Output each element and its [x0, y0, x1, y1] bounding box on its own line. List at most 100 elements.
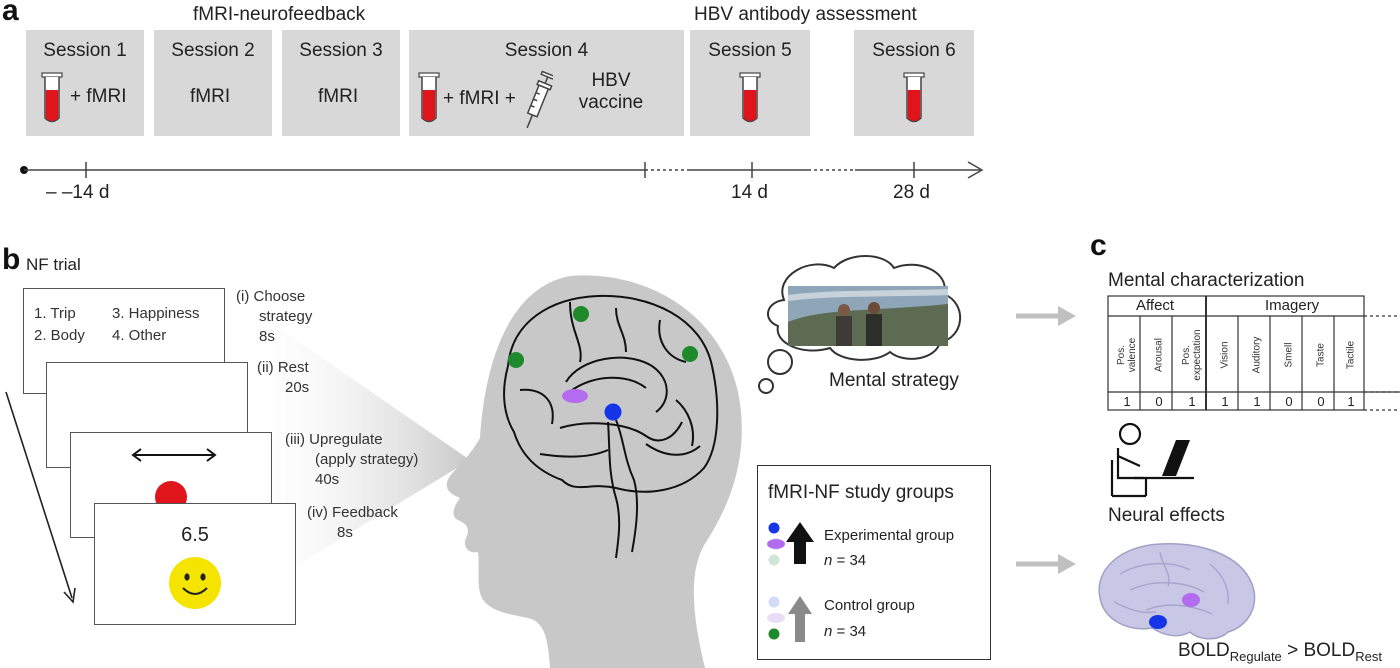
green-roi [508, 352, 524, 368]
session-1-content: + fMRI [70, 86, 127, 107]
photo-placeholder [787, 286, 949, 346]
value-arousal: 0 [1155, 394, 1163, 409]
value-taste: 0 [1317, 394, 1325, 409]
col-vision-label: Vision [1219, 341, 1231, 369]
bold-sub-rest: Rest [1355, 648, 1382, 664]
step-1-line2: strategy [259, 308, 313, 325]
option-other: 4. Other [112, 327, 167, 344]
time-arrow [5, 391, 76, 604]
col-taste: Taste [1306, 320, 1336, 390]
session-5-box: Session 5 [690, 30, 810, 136]
col-smell-label: Smell [1283, 342, 1295, 368]
control-group-label: Control group [824, 597, 915, 614]
value-vision: 1 [1221, 394, 1229, 409]
bold-label: BOLD [1178, 640, 1230, 661]
n-italic: n [824, 623, 833, 640]
step-rest: (ii) Rest 20s [257, 358, 309, 398]
smiley-icon [169, 557, 221, 609]
step-3-line3: 40s [315, 471, 340, 488]
green-roi-faded [768, 554, 780, 566]
mental-strategy-label: Mental strategy [829, 370, 959, 391]
head-with-brain [446, 275, 742, 668]
session-1-title: Session 1 [43, 40, 127, 61]
session-3-title: Session 3 [299, 40, 383, 61]
step-feedback: (iv) Feedback 8s [307, 503, 398, 543]
double-arrow-icon [131, 448, 217, 462]
step-1-line1: (i) Choose [236, 288, 306, 305]
session-4-box: Session 4 + fMRI + HBV vaccine [409, 30, 684, 136]
panel-b-letter: b [2, 243, 21, 276]
col-tactile-label: Tactile [1345, 340, 1357, 370]
col-pos-valence-l2: valence [1127, 337, 1138, 373]
green-roi [768, 628, 780, 640]
green-roi [573, 306, 589, 322]
session-2-box: Session 2 fMRI [154, 30, 272, 136]
up-arrow-icon [786, 522, 814, 564]
step-choose-strategy: (i) Choose strategy 8s [236, 287, 312, 347]
blue-roi-faded [768, 596, 780, 608]
col-smell: Smell [1274, 320, 1304, 390]
blood-tube-icon [739, 72, 761, 123]
step-4-line2: 8s [337, 524, 353, 541]
header-hbv-antibody: HBV antibody assessment [694, 4, 917, 25]
blood-tube-icon [418, 72, 440, 123]
col-pos-expectation-l2: expectation [1192, 329, 1203, 381]
header-fmri-neurofeedback: fMRI-neurofeedback [193, 4, 366, 25]
head-silhouette [446, 275, 742, 668]
step-3-line2: (apply strategy) [315, 451, 419, 468]
col-auditory-label: Auditory [1251, 336, 1263, 374]
neural-effects-brain [1098, 543, 1256, 640]
step-2-line2: 20s [285, 379, 310, 396]
blood-tube-icon [903, 72, 925, 123]
bold-contrast-label: BOLDRegulate > BOLDRest [1178, 640, 1382, 664]
step-upregulate: (iii) Upregulate (apply strategy) 40s [285, 430, 418, 490]
blood-tube-icon [41, 72, 63, 123]
nf-trial-label: NF trial [26, 255, 81, 274]
n-value: = 34 [836, 623, 867, 640]
session-5-title: Session 5 [708, 40, 792, 61]
col-pos-valence-l1: Pos. [1116, 345, 1127, 366]
purple-roi [1182, 593, 1200, 607]
value-smell: 0 [1285, 394, 1293, 409]
mental-characterization-title: Mental characterization [1108, 270, 1305, 291]
affect-header: Affect [1136, 297, 1175, 314]
session-3-box: Session 3 fMRI [282, 30, 400, 136]
session-2-title: Session 2 [171, 40, 255, 61]
vaccine-label: vaccine [578, 92, 644, 113]
panel-c-letter: c [1090, 229, 1107, 262]
group-icons [767, 522, 814, 642]
green-roi [682, 346, 698, 362]
flow-arrows [1016, 306, 1076, 574]
session-4-title: Session 4 [504, 40, 589, 61]
value-pos-expectation: 1 [1188, 394, 1196, 409]
option-trip: 1. Trip [34, 305, 76, 322]
imagery-header: Imagery [1265, 297, 1320, 314]
option-body: 2. Body [34, 327, 85, 344]
col-pos-valence: Pos. valence [1112, 320, 1142, 390]
session-4-content: + fMRI + [443, 88, 516, 109]
study-groups-title: fMRI-NF study groups [768, 482, 954, 503]
session-2-content: fMRI [190, 86, 231, 107]
purple-roi [767, 539, 785, 549]
screen-feedback: 6.5 [94, 503, 296, 625]
col-auditory: Auditory [1242, 320, 1272, 390]
session-3-content: fMRI [318, 86, 359, 107]
tick-label-28: 28 d [893, 182, 930, 203]
bold-sub-regulate: Regulate [1229, 648, 1282, 664]
value-pos-valence: 1 [1123, 394, 1131, 409]
blue-roi [604, 403, 622, 421]
session-6-box: Session 6 [854, 30, 974, 136]
session-1-box: Session 1 + fMRI [26, 30, 144, 136]
blue-roi [768, 522, 780, 534]
brain-outline [503, 294, 719, 559]
experimental-group-label: Experimental group [824, 527, 955, 544]
n-value: = 34 [836, 552, 867, 569]
col-pos-expectation: Pos. expectation [1176, 320, 1208, 390]
col-vision: Vision [1210, 320, 1240, 390]
timeline [20, 161, 984, 179]
col-taste-label: Taste [1315, 343, 1327, 367]
up-arrow-gray-icon [788, 596, 812, 642]
feedback-value: 6.5 [181, 524, 209, 546]
purple-roi [562, 389, 588, 403]
